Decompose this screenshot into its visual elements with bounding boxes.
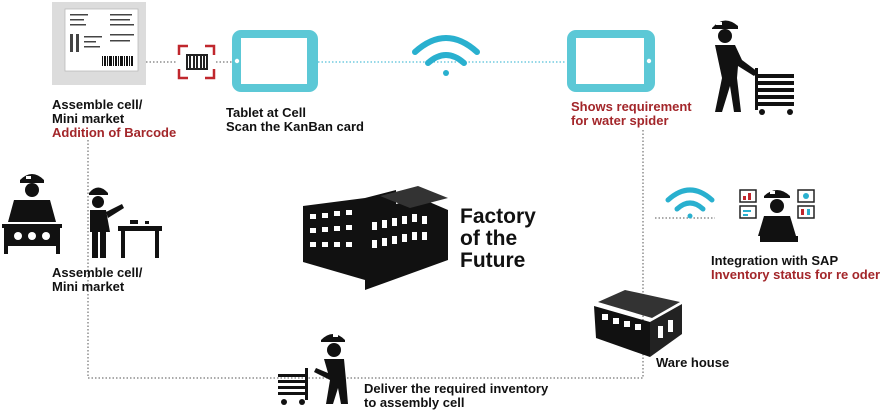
factory-line3: Future (460, 249, 526, 272)
sap-label: Integration with SAP Inventory status fo… (711, 254, 880, 282)
assembly-cell-line1: Assemble cell/ (52, 265, 143, 280)
factory-title: Factory of the Future (460, 206, 536, 272)
wifi-icon (665, 187, 715, 219)
water-spider-label: Shows requirement for water spider (571, 100, 692, 128)
delivery-line1: Deliver the required inventory (364, 381, 549, 396)
warehouse-icon (594, 290, 682, 357)
worker-tool-icon (89, 187, 162, 258)
warehouse-label: Ware house (656, 355, 730, 370)
assembly-cell-line2: Mini market (52, 279, 125, 294)
kanban-card-icon (52, 2, 146, 85)
barcode-cell-label: Assemble cell/ Mini market Addition of B… (52, 98, 176, 140)
worker-cart-icon (712, 20, 794, 115)
tablet-cell-label: Tablet at Cell Scan the KanBan card (226, 106, 364, 134)
delivery-line2: to assembly cell (364, 395, 465, 410)
water-spider-line2: for water spider (571, 113, 669, 128)
worker-cart-icon (278, 334, 348, 405)
sap-line2: Inventory status for re oder (711, 267, 881, 282)
tablet-icon (232, 30, 318, 92)
assembly-cell-label: Assemble cell/ Mini market (52, 266, 142, 294)
factory-line2: of the (460, 227, 518, 250)
water-spider-line1: Shows requirement (571, 99, 692, 114)
factory-icon (303, 186, 448, 290)
tablet-icon (567, 30, 655, 92)
tablet-cell-line2: Scan the KanBan card (226, 119, 364, 134)
worker-dashboard-icon (739, 189, 815, 242)
factory-line1: Factory (460, 205, 536, 228)
worker-bench-icon (2, 174, 62, 254)
tablet-cell-line1: Tablet at Cell (226, 105, 306, 120)
wifi-icon (412, 35, 480, 76)
sap-line1: Integration with SAP (711, 253, 839, 268)
barcode-cell-line3: Addition of Barcode (52, 125, 177, 140)
delivery-label: Deliver the required inventory to assemb… (364, 382, 548, 410)
barcode-cell-line1: Assemble cell/ (52, 97, 143, 112)
barcode-scan-icon (177, 44, 216, 80)
barcode-cell-line2: Mini market (52, 111, 125, 126)
